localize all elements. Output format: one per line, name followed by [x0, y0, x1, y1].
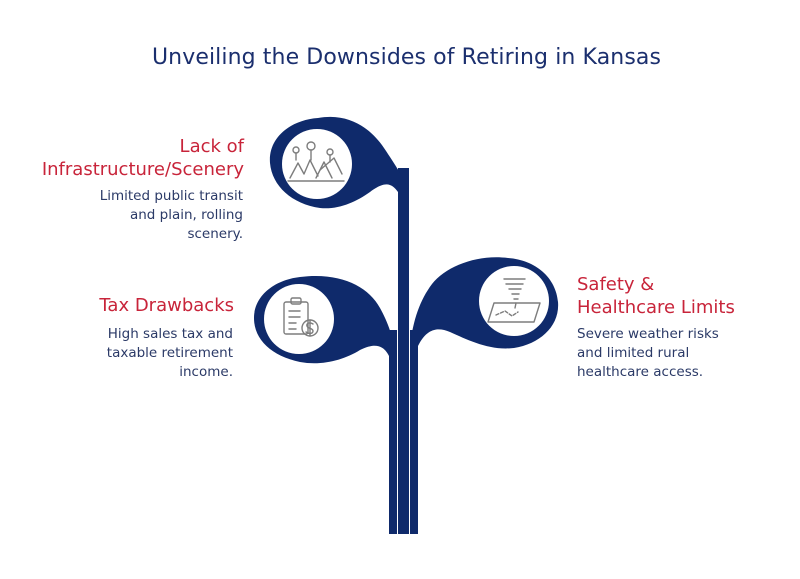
- tax-desc-line2: taxable retirement: [106, 345, 233, 361]
- infrastructure-desc-line3: scenery.: [187, 226, 243, 242]
- infrastructure-desc-line1: Limited public transit: [99, 188, 243, 204]
- icon-circle-top: [282, 129, 352, 199]
- safety-heading: Safety & Healthcare Limits: [577, 273, 792, 319]
- stem-left: [389, 330, 397, 534]
- stem-right: [410, 330, 418, 534]
- icon-circle-left: [264, 284, 334, 354]
- safety-heading-line2: Healthcare Limits: [577, 297, 735, 318]
- tax-desc-line3: income.: [179, 364, 233, 380]
- infrastructure-desc-line2: and plain, rolling: [129, 207, 243, 223]
- tax-heading: Tax Drawbacks: [40, 294, 234, 317]
- infrastructure-description: Limited public transit and plain, rollin…: [40, 187, 243, 244]
- infrastructure-heading-line1: Lack of: [179, 136, 244, 157]
- safety-heading-line1: Safety &: [577, 274, 655, 295]
- page-title: Unveiling the Downsides of Retiring in K…: [151, 45, 662, 70]
- infrastructure-heading: Lack of Infrastructure/Scenery: [20, 135, 244, 181]
- icon-circle-right: [479, 266, 549, 336]
- safety-desc-line3: healthcare access.: [577, 364, 704, 380]
- tax-document-icon: [283, 297, 319, 337]
- tax-heading-line1: Tax Drawbacks: [99, 295, 234, 316]
- stem-top: [398, 168, 409, 534]
- infrastructure-heading-line2: Infrastructure/Scenery: [41, 159, 244, 180]
- safety-description: Severe weather risks and limited rural h…: [577, 325, 787, 382]
- safety-desc-line2: and limited rural: [577, 345, 690, 361]
- tax-desc-line1: High sales tax and: [107, 326, 233, 342]
- landscape-icon: [287, 141, 345, 182]
- tornado-icon: [487, 278, 541, 323]
- tax-description: High sales tax and taxable retirement in…: [40, 325, 233, 382]
- safety-desc-line1: Severe weather risks: [577, 326, 719, 342]
